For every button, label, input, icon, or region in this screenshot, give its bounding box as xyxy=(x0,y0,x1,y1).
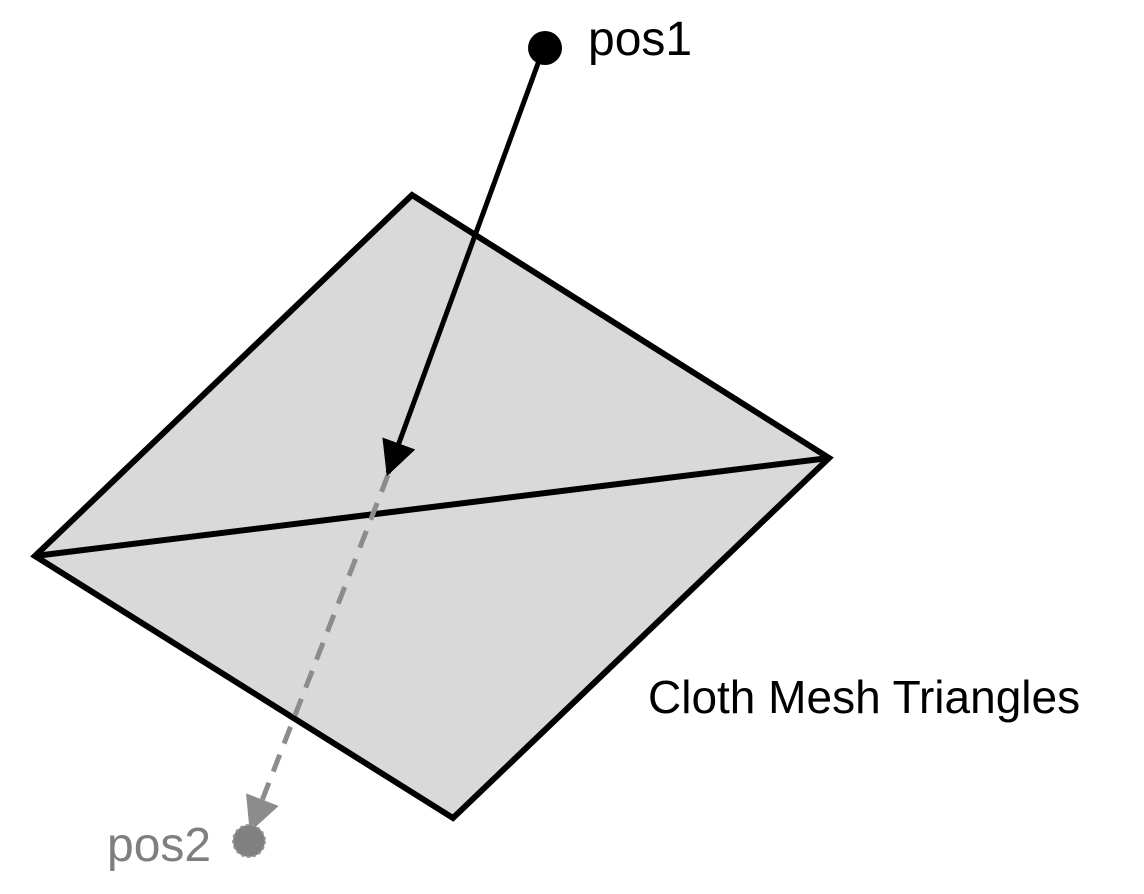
ray-continuation-dashed xyxy=(246,474,391,833)
mesh-diagonal-edge xyxy=(34,455,830,559)
ray-pos1-to-intersection xyxy=(382,57,543,477)
mesh-label: Cloth Mesh Triangles xyxy=(648,671,1080,723)
pos2-point xyxy=(232,824,266,858)
pos1-label: pos1 xyxy=(588,13,692,66)
pos1-point xyxy=(528,31,562,65)
pos2-label: pos2 xyxy=(107,819,211,872)
